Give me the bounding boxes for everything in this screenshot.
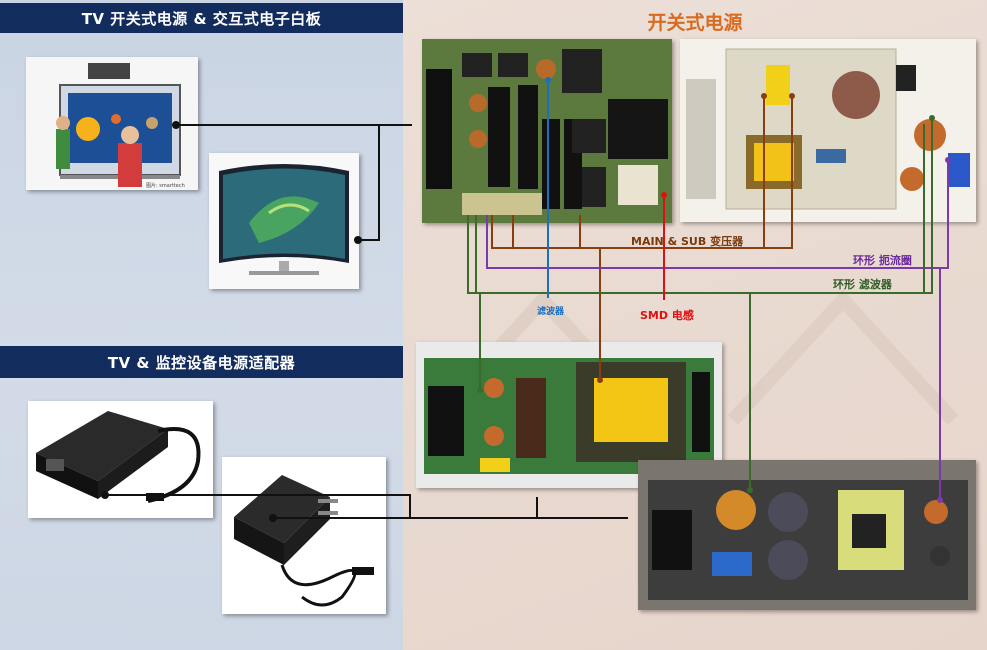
open-frame-psu-photo bbox=[680, 39, 976, 222]
header-tv-whiteboard-text: TV 开关式电源 & 交互式电子白板 bbox=[81, 9, 322, 28]
desktop-adapter-photo bbox=[28, 401, 213, 518]
purple-connectors bbox=[486, 160, 949, 500]
label-main-sub-transformer: MAIN & SUB 变压器 bbox=[631, 235, 744, 248]
whiteboard-illustration: 图片: smarttech bbox=[26, 57, 198, 190]
black-connectors bbox=[105, 124, 628, 519]
adapter-board-2-photo bbox=[638, 460, 976, 610]
wall-adapter-illustration bbox=[222, 457, 386, 614]
whiteboard-photo: 图片: smarttech bbox=[26, 57, 198, 190]
marker-adapter-1 bbox=[101, 491, 109, 499]
adapter-board-2-illustration bbox=[638, 460, 976, 610]
brown-connectors bbox=[491, 96, 793, 380]
header-tv-whiteboard: TV 开关式电源 & 交互式电子白板 bbox=[0, 3, 403, 33]
label-filter: 滤波器 bbox=[537, 307, 565, 317]
endpoint-markers bbox=[477, 77, 951, 503]
tv-psu-board-illustration bbox=[422, 39, 672, 223]
whiteboard-caption: 图片: smarttech bbox=[146, 182, 185, 189]
open-frame-psu-illustration bbox=[680, 39, 976, 222]
marker-whiteboard bbox=[172, 121, 180, 129]
label-toroid-filter: 环形 滤波器 bbox=[833, 278, 892, 291]
label-toroid-choke: 环形 扼流圈 bbox=[853, 254, 912, 267]
curved-tv-illustration bbox=[209, 153, 359, 289]
green-connectors bbox=[467, 118, 933, 490]
switching-power-title: 开关式电源 bbox=[647, 12, 743, 34]
label-smd-inductor: SMD 电感 bbox=[640, 309, 694, 322]
wall-adapter-photo bbox=[222, 457, 386, 614]
curved-tv-photo bbox=[209, 153, 359, 289]
marker-tv bbox=[354, 236, 362, 244]
header-tv-adapter-text: TV & 监控设备电源适配器 bbox=[107, 353, 296, 372]
header-tv-adapter: TV & 监控设备电源适配器 bbox=[0, 346, 403, 378]
marker-adapter-2 bbox=[269, 514, 277, 522]
desktop-adapter-illustration bbox=[28, 401, 213, 518]
